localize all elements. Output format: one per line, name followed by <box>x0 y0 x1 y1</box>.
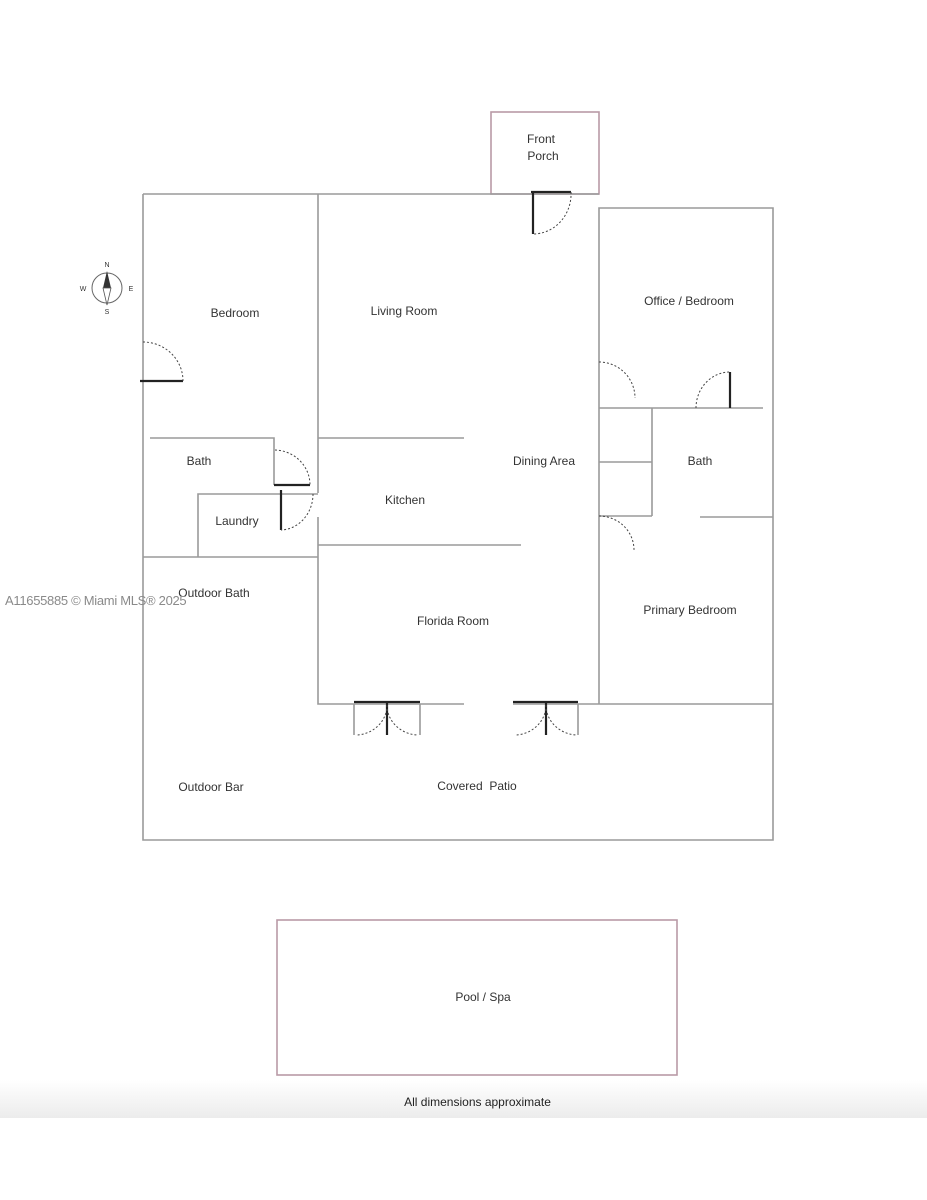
label-laundry: Laundry <box>215 514 258 528</box>
doors <box>140 190 732 736</box>
label-outdoor-bar: Outdoor Bar <box>178 780 243 794</box>
primary-door <box>598 515 635 551</box>
compass-s: S <box>105 309 110 316</box>
walls <box>142 193 774 841</box>
watermark: A11655885 © Miami MLS® 2025 <box>5 593 187 608</box>
footer-band <box>0 1080 927 1118</box>
label-front-porch-2: Porch <box>527 149 558 163</box>
label-bedroom: Bedroom <box>211 306 260 320</box>
label-bath-left: Bath <box>187 454 212 468</box>
compass-e: E <box>129 286 134 293</box>
compass-w: W <box>80 286 87 293</box>
office-door <box>598 361 636 399</box>
label-front-porch: Front <box>527 132 556 146</box>
label-covered-patio: Covered Patio <box>437 779 517 793</box>
label-florida-room: Florida Room <box>417 614 489 628</box>
front-door <box>531 190 571 234</box>
label-living-room: Living Room <box>371 304 438 318</box>
label-pool-spa: Pool / Spa <box>455 990 511 1004</box>
label-dining-area: Dining Area <box>513 454 575 468</box>
patio-door-left <box>354 700 420 735</box>
label-bath-right: Bath <box>688 454 713 468</box>
footer-note: All dimensions approximate <box>404 1095 551 1109</box>
label-outdoor-bath: Outdoor Bath <box>178 586 249 600</box>
label-kitchen: Kitchen <box>385 493 425 507</box>
label-office-bedroom: Office / Bedroom <box>644 294 734 308</box>
pool-outline <box>276 919 678 1076</box>
compass-n: N <box>104 262 109 269</box>
patio-door-right <box>513 700 578 735</box>
label-primary-bedroom: Primary Bedroom <box>643 603 736 617</box>
compass-icon: N S E W <box>80 262 134 316</box>
